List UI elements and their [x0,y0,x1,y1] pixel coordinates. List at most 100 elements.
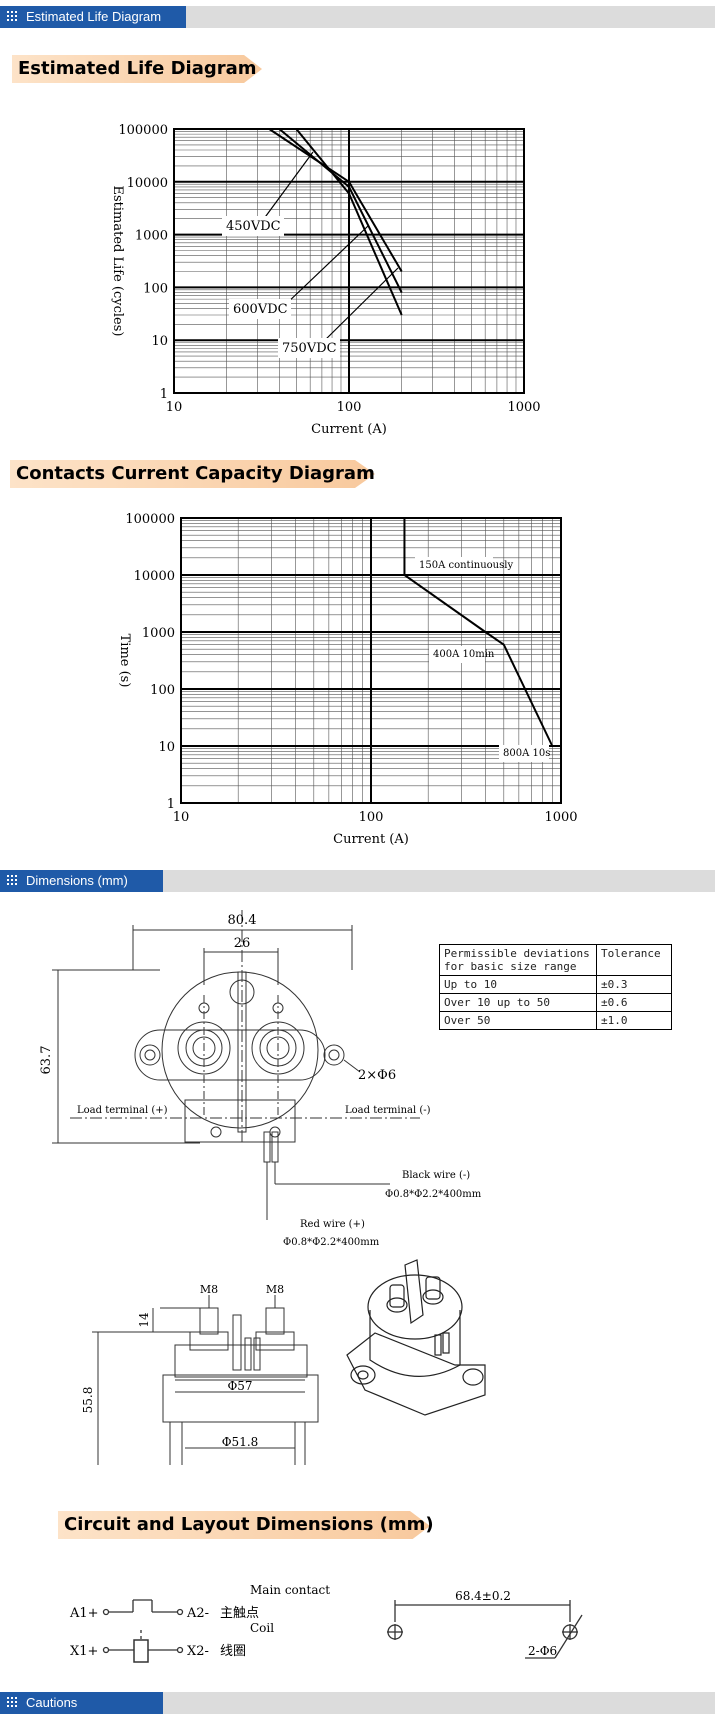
dim-top-width: 80.4 [228,913,257,928]
dim-height: 63.7 [39,1046,54,1075]
y-tick-label: 1 [167,797,175,812]
y-tick-label: 10000 [127,176,168,191]
annotation-bg [222,216,284,236]
grid-icon [7,1697,19,1709]
section-tab-dimensions[interactable]: Dimensions (mm) [0,870,163,892]
red-wire-spec: Φ0.8*Φ2.2*400mm [283,1237,380,1248]
section-bar-dimensions: Dimensions (mm) [0,870,715,892]
main-contact-label: Main contact [250,1583,330,1597]
table-cell: Over 10 up to 50 [439,993,597,1012]
section-title: Cautions [26,1695,78,1710]
black-wire-label: Black wire (-) [402,1170,470,1181]
y-tick-label: 10000 [134,569,175,584]
annotation-label: 400A 10min [433,649,495,660]
terminal-a1-label: A1+ [69,1606,99,1621]
annotation-bg [499,745,549,762]
x-tick-label: 1000 [507,400,540,415]
red-wire-label: Red wire (+) [300,1219,365,1230]
series-line [403,518,554,747]
table-cell: ±0.3 [596,975,672,994]
layout-spacing: 68.4±0.2 [455,1589,511,1603]
annotation-label: 150A continuously [419,560,513,571]
black-wire-spec: Φ0.8*Φ2.2*400mm [385,1189,482,1200]
x-tick-label: 10 [173,810,190,825]
x-axis-label: Current (A) [311,422,387,437]
y-axis-label: Time (s) [117,634,132,688]
dim-inner-width: 26 [234,936,251,951]
section-tab-cautions[interactable]: Cautions [0,1692,163,1714]
y-axis-label: Estimated Life (cycles) [110,186,125,337]
table-header-cell: Permissible deviations for basic size ra… [439,944,597,976]
table-cell: Up to 10 [439,975,597,994]
section-title: Estimated Life Diagram [26,9,162,24]
section-tab-estimated-life[interactable]: Estimated Life Diagram [0,6,186,28]
load-terminal-positive-label: Load terminal (+) [77,1105,168,1116]
annotation-leader [319,267,399,346]
annotation-bg [278,338,340,358]
annotation-label: 750VDC [282,341,337,356]
series-line [278,128,403,293]
y-tick-label: 100000 [125,512,175,527]
table-cell: Over 50 [439,1011,597,1030]
x-tick-label: 10 [166,400,183,415]
dimension-drawing-side: M8 M8 14 Φ57 55.8 Φ51.8 [81,1283,319,1465]
y-tick-label: 100 [143,281,168,296]
terminal-a2-label: A2- [186,1606,209,1621]
plot-frame [173,128,525,394]
plot-frame [180,517,562,804]
section-bar-estimated-life: Estimated Life Diagram [0,6,715,28]
y-tick-label: 1000 [135,229,168,244]
table-row: Up to 10 ±0.3 [439,975,672,994]
dim-14: 14 [137,1312,151,1328]
x-axis-label: Current (A) [333,832,409,847]
banner-title: Contacts Current Capacity Diagram [16,463,375,484]
dim-holes: 2×Φ6 [358,1068,396,1083]
circuit-diagram: A1+ A2- 主触点 Main contact X1+ X2- 线圈 Coil… [69,1583,583,1663]
series-line [295,128,403,316]
y-tick-label: 10 [151,334,168,349]
annotation-bg [229,299,291,319]
banner-title: Estimated Life Diagram [18,58,257,79]
x-tick-label: 100 [359,810,384,825]
series-line [268,128,403,273]
dim-57: Φ57 [227,1379,252,1393]
dim-55-8: 55.8 [81,1387,95,1414]
dim-m8-right: M8 [266,1283,284,1296]
terminal-x1-label: X1+ [70,1644,98,1659]
terminal-x2-label: X2- [187,1644,209,1659]
layout-holes: 2-Φ6 [528,1644,557,1658]
y-tick-label: 10 [158,740,175,755]
product-illustration [346,1259,486,1416]
grid-icon [7,875,19,887]
dimension-drawing-top: 80.4 26 63.7 2×Φ6 Load terminal (+) Load… [39,910,482,1248]
annotation-label: 450VDC [226,219,281,234]
coil-cn-label: 线圈 [220,1644,246,1659]
section-bar-cautions: Cautions [0,1692,715,1714]
y-tick-label: 100 [150,683,175,698]
main-contact-cn-label: 主触点 [220,1606,259,1621]
dim-m8-left: M8 [200,1283,218,1296]
annotation-bg [415,557,493,574]
annotation-leader [262,151,314,221]
y-tick-label: 1000 [142,626,175,641]
grid-icon [7,11,19,23]
tolerance-table: Permissible deviations for basic size ra… [439,944,672,1030]
annotation-label: 800A 10s [503,748,550,759]
coil-label: Coil [250,1621,274,1635]
annotation-label: 600VDC [233,302,288,317]
y-tick-label: 1 [160,387,168,402]
annotation-bg [429,646,485,663]
banner-title: Circuit and Layout Dimensions (mm) [64,1514,434,1535]
section-title: Dimensions (mm) [26,873,128,888]
dim-51-8: Φ51.8 [222,1435,259,1449]
y-tick-label: 100000 [118,123,168,138]
x-tick-label: 100 [337,400,362,415]
table-row: Over 50 ±1.0 [439,1011,672,1030]
x-tick-label: 1000 [544,810,577,825]
table-cell: ±0.6 [596,993,672,1012]
table-header-row: Permissible deviations for basic size ra… [439,944,672,976]
table-cell: ±1.0 [596,1011,672,1030]
table-header-cell: Tolerance [596,944,672,976]
